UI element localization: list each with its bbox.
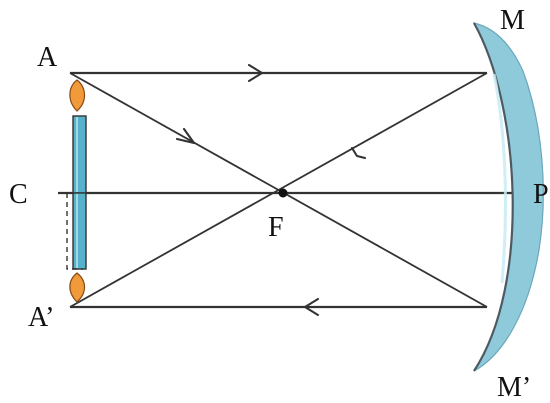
ray-mirror-top-to-a-prime: [69, 72, 488, 308]
arrow-upper-ray: [247, 63, 264, 83]
image-candle: [66, 192, 87, 303]
arrow-diagonal-mirror: [350, 146, 367, 160]
arrow-lower-ray: [303, 297, 320, 317]
image-dashed-outline: [66, 193, 83, 270]
focus-point: [278, 188, 288, 198]
object-flame: [69, 79, 86, 112]
label-m-prime: M’: [497, 372, 532, 403]
arrow-diagonal-a: [175, 127, 196, 145]
object-candle-body: [72, 115, 87, 194]
label-m: M: [500, 5, 525, 36]
concave-mirror: [472, 22, 544, 372]
object-candle: [69, 79, 87, 194]
label-f: F: [268, 212, 284, 243]
mirror-reflective-edge: [473, 22, 514, 372]
label-a: A: [37, 42, 58, 73]
label-c: C: [9, 179, 28, 210]
image-candle-body: [72, 192, 87, 270]
label-p: P: [533, 179, 549, 210]
image-flame: [69, 272, 86, 303]
label-a-prime: A’: [28, 302, 55, 333]
